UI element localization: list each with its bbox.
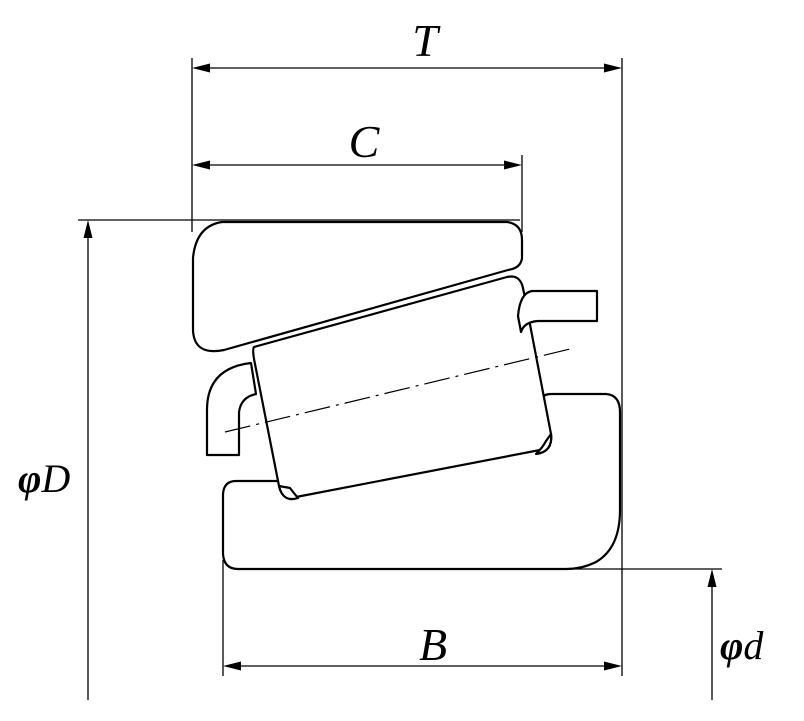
dimension-T: T	[192, 15, 622, 73]
label-B: B	[419, 619, 447, 670]
label-phi-D: φD	[18, 456, 70, 501]
outer-ring	[191, 220, 524, 353]
roller-corner-left-icon	[277, 484, 300, 501]
label-C: C	[349, 116, 381, 167]
dimension-phi-D: φD	[18, 220, 93, 700]
label-phi-d: φd	[720, 623, 764, 668]
dimension-B: B	[223, 619, 622, 671]
roller-axis-centerline	[224, 348, 571, 433]
dimension-C: C	[192, 116, 522, 170]
cage-right-tab	[516, 289, 599, 334]
inner-ring	[221, 392, 622, 571]
cage-left-hook	[205, 361, 258, 457]
label-T: T	[412, 15, 441, 66]
dimension-phi-d: φd	[707, 569, 764, 700]
roller-corner-right-icon	[534, 432, 553, 456]
